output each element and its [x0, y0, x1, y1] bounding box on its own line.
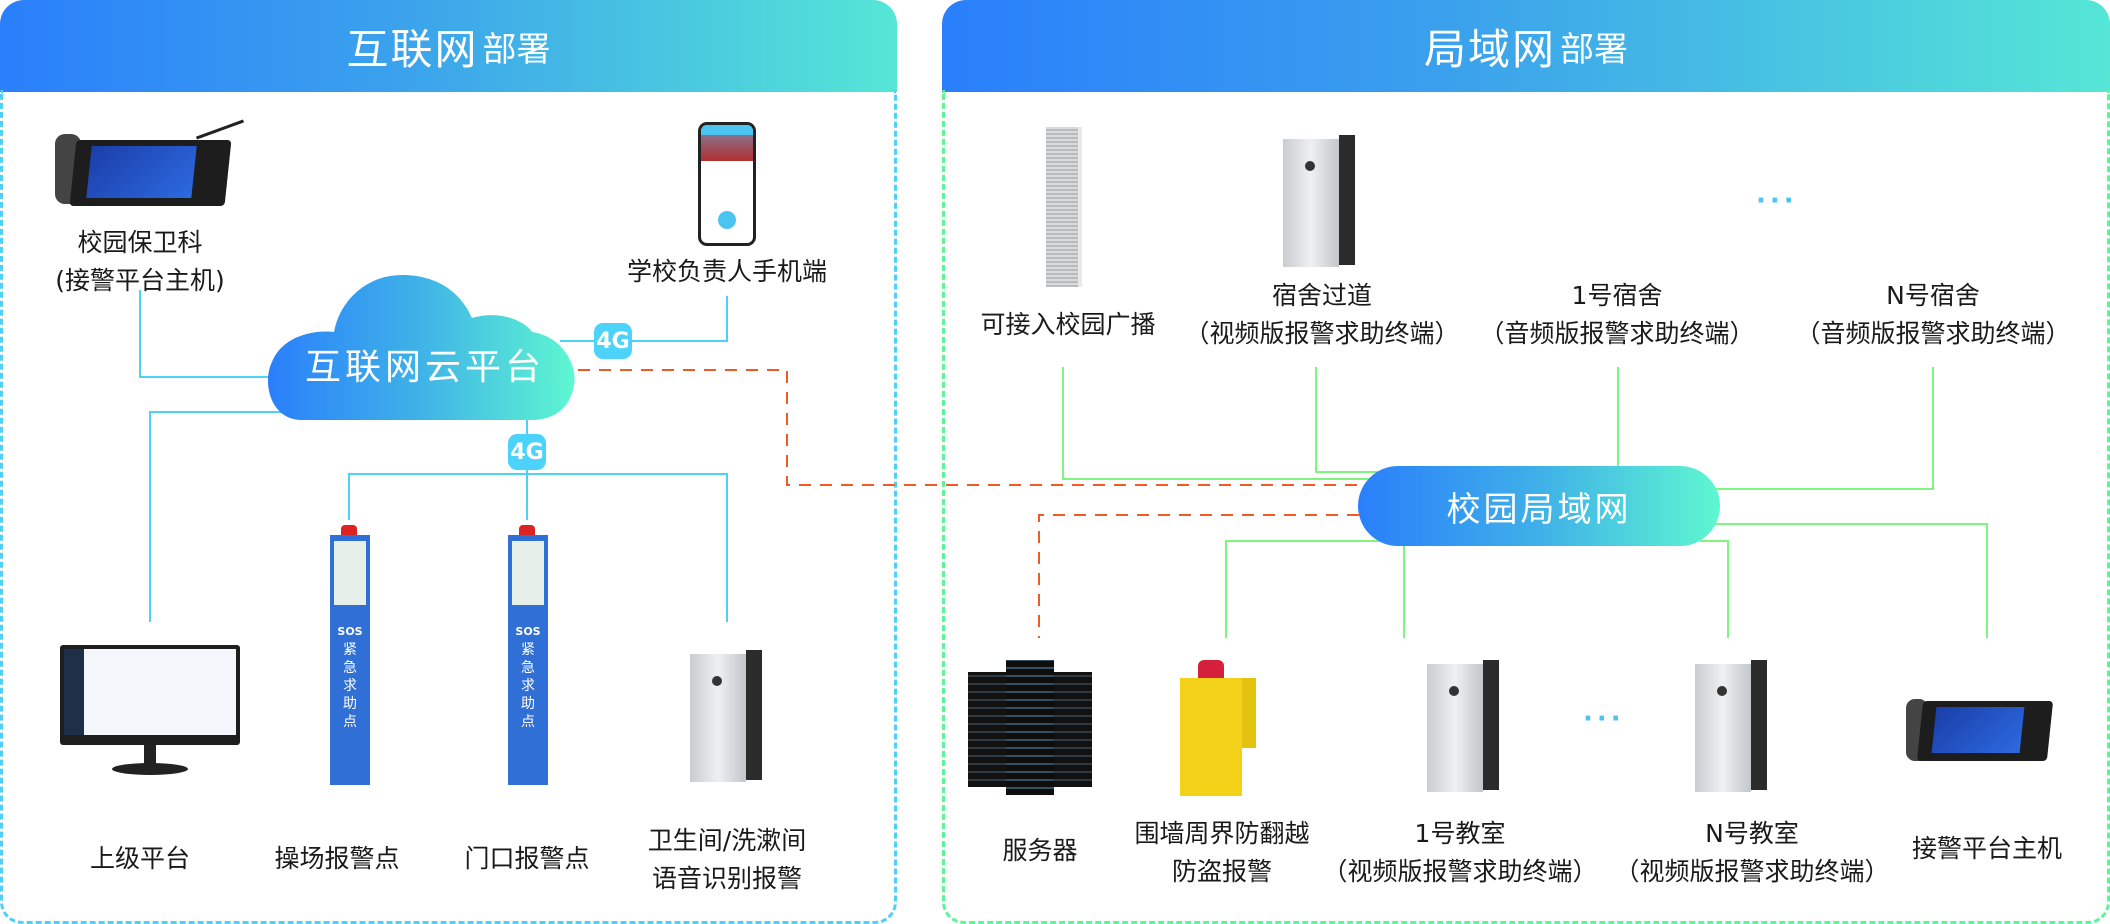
more-classrooms-ellipsis: ···	[1583, 704, 1625, 734]
perimeter-label: 围墙周界防翻越 防盗报警	[1134, 815, 1309, 891]
line-dorm-n	[1715, 367, 1934, 490]
alarm-host-name: 接警平台主机	[1911, 834, 2063, 863]
lan-deployment-header: 局域网 部署	[942, 0, 2110, 92]
alarm-console-icon	[1906, 685, 2056, 777]
broadcast-label: 可接入校园广播	[980, 306, 1155, 344]
line-perimeter	[1225, 540, 1390, 638]
line-broadcast	[1062, 367, 1380, 480]
dorm-1-label: 1号宿舍 （音频版报警求助终端）	[1479, 277, 1754, 353]
classroom-1-name: 1号教室	[1414, 819, 1506, 848]
lan-title-suffix: 部署	[1560, 29, 1628, 70]
pillar-char: 急	[343, 660, 357, 676]
pillar-char: 紧	[343, 642, 357, 658]
pillar-char: 紧	[521, 642, 535, 658]
server-name: 服务器	[1002, 836, 1078, 865]
sos-pillar-icon: SOS 紧急求助点	[327, 525, 373, 785]
classroom-1-label: 1号教室 （视频版报警求助终端）	[1322, 815, 1597, 891]
pillar-char: 助	[343, 696, 357, 712]
sos-pillar-icon: SOS 紧急求助点	[505, 525, 551, 785]
sos-text: SOS	[337, 625, 363, 638]
line-upper-platform	[149, 411, 300, 622]
security-office-sub: (接警平台主机)	[55, 266, 225, 295]
dorm-1-sub: （音频版报警求助终端）	[1479, 319, 1755, 348]
perimeter-sub: 防盗报警	[1171, 857, 1273, 886]
perimeter-name: 围墙周界防翻越	[1134, 819, 1310, 848]
restroom-alarm-sub: 语音识别报警	[651, 864, 802, 893]
dorm-corridor-sub: （视频版报警求助终端）	[1184, 319, 1460, 348]
security-office-name: 校园保卫科	[77, 228, 203, 257]
restroom-alarm-name: 卫生间/洗漱间	[647, 826, 807, 855]
line-dorm-corridor	[1315, 367, 1390, 473]
cloud-platform-shape	[267, 275, 575, 420]
dashed-lan-to-server	[1038, 514, 1380, 638]
server-label: 服务器	[1002, 832, 1077, 870]
wall-terminal-icon	[1283, 135, 1355, 270]
internet-panel	[0, 90, 897, 924]
badge-4g-alarm: 4G	[508, 434, 546, 470]
dorm-corridor-name: 宿舍过道	[1271, 281, 1373, 310]
monitor-icon	[60, 645, 242, 780]
wall-terminal-icon	[1427, 660, 1499, 795]
alarm-host-label: 接警平台主机	[1912, 830, 2062, 868]
pillar-vertical-text: 紧急求助点	[330, 641, 370, 731]
principal-phone-name: 学校负责人手机端	[626, 257, 828, 286]
column-speaker-icon	[1046, 127, 1082, 287]
line-classroom-n	[1700, 540, 1729, 638]
pillar-char: 助	[521, 696, 535, 712]
pillar-vertical-text: 紧急求助点	[508, 641, 548, 731]
campus-lan-node: 校园局域网	[1358, 466, 1720, 546]
dashed-cloud-to-lan	[578, 369, 1380, 486]
gate-alarm-name: 门口报警点	[464, 844, 590, 873]
wall-terminal-icon	[1695, 660, 1767, 795]
restroom-alarm-label: 卫生间/洗漱间 语音识别报警	[648, 822, 806, 898]
dorm-n-sub: （音频版报警求助终端）	[1795, 319, 2071, 348]
alarm-console-icon	[55, 119, 245, 216]
pillar-char: 点	[343, 714, 357, 730]
upper-platform-name: 上级平台	[89, 844, 191, 873]
principal-phone-label: 学校负责人手机端	[627, 253, 827, 291]
classroom-n-name: N号教室	[1705, 819, 1799, 848]
wall-terminal-icon	[690, 650, 762, 785]
badge-4g-phone: 4G	[594, 323, 632, 359]
broadcast-name: 可接入校园广播	[980, 310, 1156, 339]
playground-alarm-label: 操场报警点	[274, 840, 399, 878]
sos-text: SOS	[515, 625, 541, 638]
pillar-char: 点	[521, 714, 535, 730]
server-rack-icon	[968, 660, 1092, 795]
line-alarm-host	[1715, 523, 1988, 638]
yellow-alarm-box-icon	[1180, 660, 1258, 800]
pillar-char: 求	[343, 678, 357, 694]
pillar-char: 求	[521, 678, 535, 694]
more-dorms-ellipsis: ···	[1756, 186, 1798, 216]
classroom-n-sub: （视频版报警求助终端）	[1614, 857, 1890, 886]
lan-title: 局域网	[1423, 24, 1556, 74]
dorm-n-label: N号宿舍 （音频版报警求助终端）	[1795, 277, 2070, 353]
internet-deployment-header: 互联网 部署	[0, 0, 897, 92]
classroom-1-sub: （视频版报警求助终端）	[1322, 857, 1598, 886]
cloud-platform-label: 互联网云平台	[304, 347, 545, 388]
pillar-char: 急	[521, 660, 535, 676]
smartphone-icon	[698, 122, 756, 246]
upper-platform-label: 上级平台	[90, 840, 190, 878]
internet-title: 互联网	[346, 24, 479, 74]
classroom-n-label: N号教室 （视频版报警求助终端）	[1614, 815, 1889, 891]
dorm-n-name: N号宿舍	[1886, 281, 1980, 310]
lan-panel	[942, 90, 2110, 924]
security-office-label: 校园保卫科 (接警平台主机)	[55, 224, 225, 300]
dorm-1-name: 1号宿舍	[1571, 281, 1663, 310]
playground-alarm-name: 操场报警点	[274, 844, 400, 873]
dorm-corridor-label: 宿舍过道 （视频版报警求助终端）	[1184, 277, 1459, 353]
line-security-office	[139, 290, 275, 378]
gate-alarm-label: 门口报警点	[464, 840, 589, 878]
line-phone	[560, 296, 728, 342]
internet-title-suffix: 部署	[482, 29, 551, 70]
